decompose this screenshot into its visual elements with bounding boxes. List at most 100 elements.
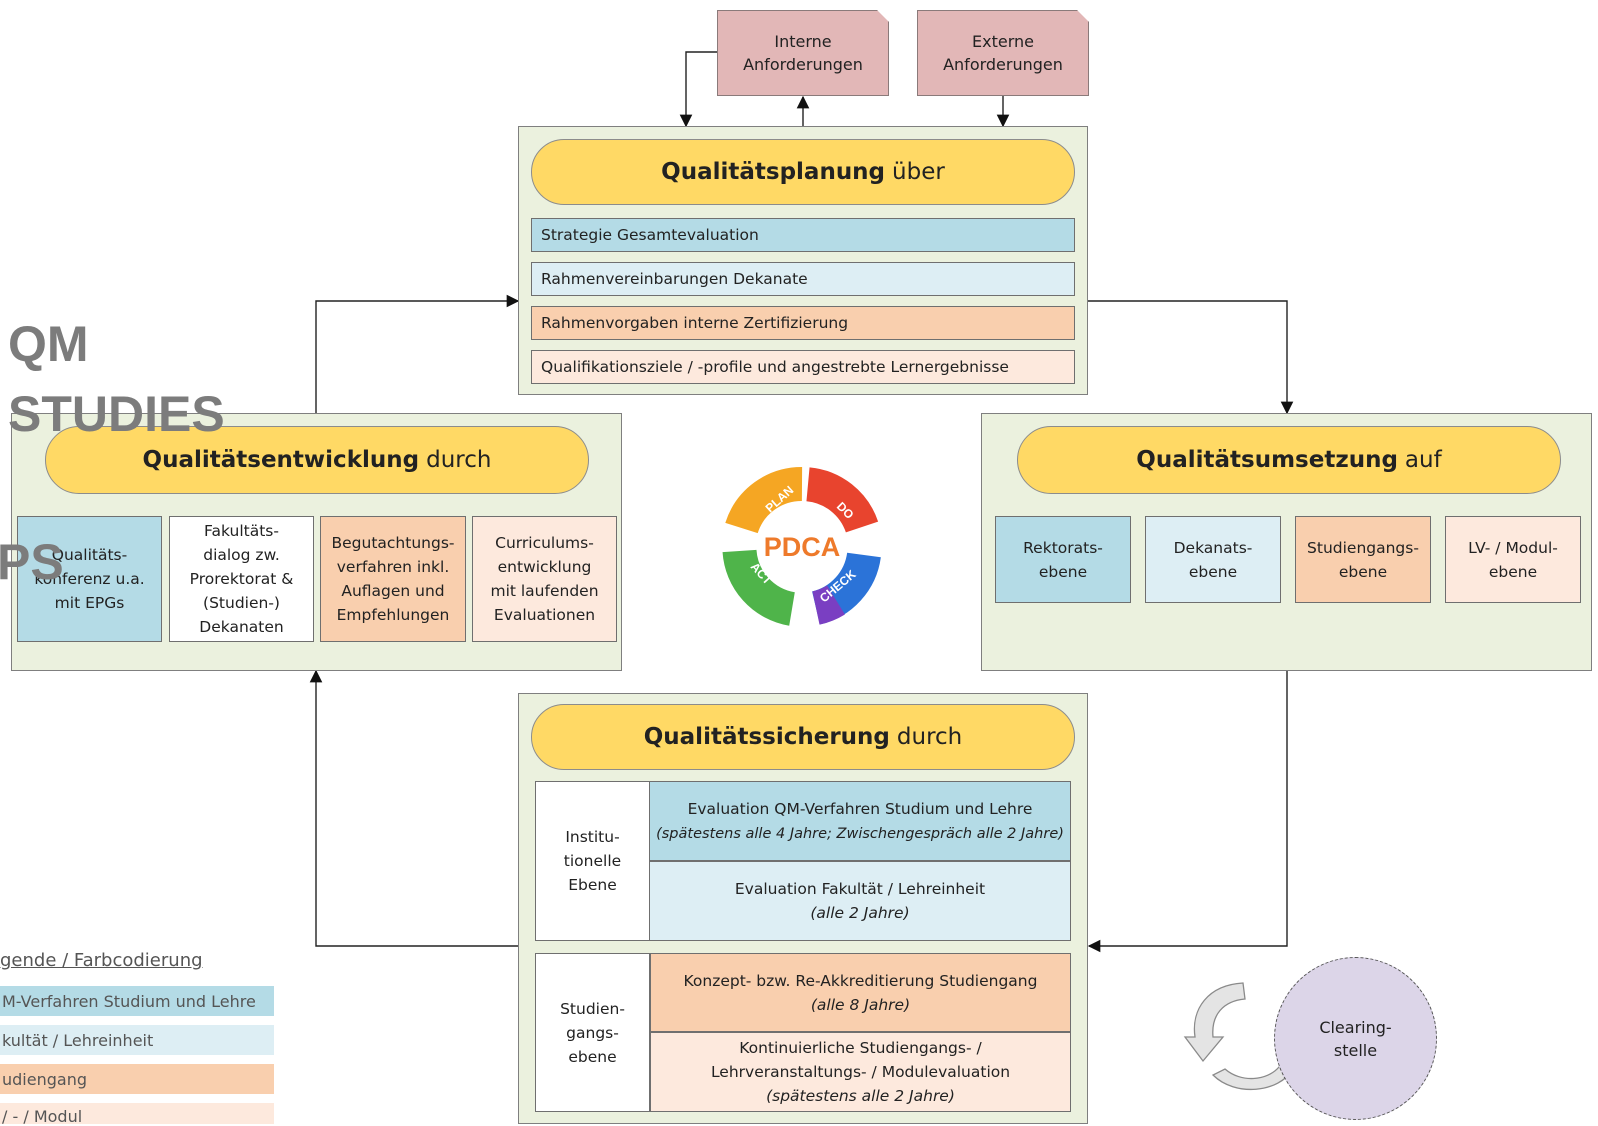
inst-label-line2: tionelle [563,852,622,870]
implementation-cell-course-module: LV- / Modul- ebene [1445,516,1581,603]
planning-title-bold: Qualitätsplanung [661,159,886,185]
prog-label-line2: gangs- [566,1023,619,1042]
institutional-level-label: Institu- tionelle Ebene [535,781,650,941]
implementation-cell-deanery: Dekanats- ebene [1145,516,1281,603]
internal-requirements-line2: Anforderungen [743,55,863,74]
pdca-center-label: PDCA [764,532,841,562]
dev-cell4-line2: entwicklung [497,558,592,576]
external-requirements-box: Externe Anforderungen [917,10,1089,96]
pdca-segment-plan [725,466,803,534]
development-title-bold: Qualitätsentwicklung [142,447,420,473]
inst-label-line3: Ebene [568,876,617,894]
continuous-evaluation: Kontinuierliche Studiengangs- / Lehrvera… [650,1032,1071,1112]
legend-item-program: udiengang [0,1064,274,1094]
prog-label-line3: ebene [568,1047,617,1066]
legend-item-module-label: / - / Modul [2,1107,83,1126]
clearing-office-circle: Clearing- stelle [1274,957,1437,1120]
dev-cell3-line1: Begutachtungs- [331,534,455,552]
assurance-title-rest: durch [896,724,963,750]
pdca-segment-check-purple [811,585,845,625]
implementation-title-rest: auf [1404,447,1442,473]
legend-item-module: / - / Modul [0,1103,274,1126]
dev-cell3-line2: verfahren inkl. [336,558,450,576]
external-requirements-line1: Externe [972,32,1034,51]
pdca-segment-act [722,549,796,626]
evaluation-faculty: Evaluation Fakultät / Lehreinheit (alle … [649,861,1071,941]
development-cell-review-procedure: Begutachtungs- verfahren inkl. Auflagen … [320,516,466,642]
watermark-ps: PS [0,534,64,590]
clearing-line2: stelle [1333,1040,1378,1060]
continuous-line2: Lehrveranstaltungs- / Modulevaluation [710,1063,1011,1081]
program-level-label: Studien- gangs- ebene [535,953,650,1112]
dev-cell2-line1: Fakultäts- [204,522,279,540]
impl-cell1-line1: Rektorats- [1023,538,1103,557]
planning-title: Qualitätsplanung über [531,139,1075,205]
accreditation-title: Konzept- bzw. Re-Akkreditierung Studieng… [683,971,1038,990]
assurance-title: Qualitätssicherung durch [531,704,1075,770]
arrow-planning-to-implementation [1088,300,1294,415]
impl-cell3-line1: Studiengangs- [1307,538,1419,557]
arrow-internal-to-planning [679,51,717,128]
internal-requirements-box: Interne Anforderungen [717,10,889,96]
planning-item-certification-label: Rahmenvorgaben interne Zertifizierung [541,314,849,332]
dev-cell2-line4: (Studien-) [203,594,280,612]
development-title-rest: durch [426,447,492,473]
dev-cell3-line4: Empfehlungen [336,606,450,624]
planning-item-strategy-label: Strategie Gesamtevaluation [541,226,759,244]
development-title: Qualitätsentwicklung durch [45,426,589,494]
watermark-qm: QM [8,316,89,372]
dev-cell1-line2: konferenz u.a. [34,570,145,588]
legend-title: gende / Farbcodierung [0,950,203,971]
eval-faculty-title: Evaluation Fakultät / Lehreinheit [734,880,986,898]
implementation-cell-rectorate: Rektorats- ebene [995,516,1131,603]
implementation-title: Qualitätsumsetzung auf [1017,426,1561,494]
pdca-wheel-icon: PDCA PLAN DO CHECK ACT [722,466,881,626]
legend-item-qm-label: M-Verfahren Studium und Lehre [2,991,256,1011]
arrow-implementation-to-assurance [1087,671,1288,953]
dev-cell4-line4: Evaluationen [493,606,596,624]
accreditation-interval: (alle 8 Jahre) [810,995,911,1014]
legend-item-faculty: kultät / Lehreinheit [0,1025,274,1055]
planning-title-rest: über [892,159,945,185]
continuous-interval: (spätestens alle 2 Jahre) [766,1087,955,1105]
dev-cell2-line2: dialog zw. [203,546,280,564]
eval-faculty-interval: (alle 2 Jahre) [810,904,910,922]
arrow-assurance-to-development [309,669,518,947]
prog-label-line1: Studien- [560,999,625,1018]
planning-item-qualification-goals: Qualifikationsziele / -profile und anges… [531,350,1075,384]
eval-qm-title: Evaluation QM-Verfahren Studium und Lehr… [687,799,1033,818]
implementation-cell-program: Studiengangs- ebene [1295,516,1431,603]
dev-cell2-line5: Dekanaten [199,618,284,636]
legend-item-program-label: udiengang [2,1069,87,1089]
continuous-line1: Kontinuierliche Studiengangs- / [739,1039,982,1057]
impl-cell1-line2: ebene [1038,562,1088,581]
impl-cell2-line1: Dekanats- [1173,538,1253,557]
development-cell-faculty-dialog: Fakultäts- dialog zw. Prorektorat & (Stu… [169,516,314,642]
legend-item-qm: M-Verfahren Studium und Lehre [0,986,274,1016]
dev-cell2-line3: Prorektorat & [189,570,294,588]
legend-item-faculty-label: kultät / Lehreinheit [2,1030,154,1050]
development-cell-quality-conference: Qualitäts- konferenz u.a. mit EPGs [17,516,162,642]
implementation-title-bold: Qualitätsumsetzung [1136,447,1398,473]
evaluation-qm-procedure: Evaluation QM-Verfahren Studium und Lehr… [649,781,1071,861]
planning-item-qualification-goals-label: Qualifikationsziele / -profile und anges… [541,358,1009,376]
dev-cell4-line3: mit laufenden [490,582,599,600]
watermark-studies: STUDIES [8,386,225,442]
external-requirements-line2: Anforderungen [943,55,1063,74]
inst-label-line1: Institu- [565,828,620,846]
planning-item-certification: Rahmenvorgaben interne Zertifizierung [531,306,1075,340]
dev-cell1-line3: mit EPGs [54,594,125,612]
planning-item-agreements: Rahmenvereinbarungen Dekanate [531,262,1075,296]
impl-cell4-line1: LV- / Modul- [1468,538,1558,557]
dev-cell3-line3: Auflagen und [341,582,445,600]
arrow-development-to-planning [315,294,520,413]
clearing-line1: Clearing- [1319,1017,1392,1037]
assurance-title-bold: Qualitätssicherung [643,724,890,750]
development-cell-curriculum: Curriculums- entwicklung mit laufenden E… [472,516,617,642]
dev-cell1-line1: Qualitäts- [51,546,128,564]
impl-cell2-line2: ebene [1188,562,1238,581]
planning-item-agreements-label: Rahmenvereinbarungen Dekanate [541,270,808,288]
planning-item-strategy: Strategie Gesamtevaluation [531,218,1075,252]
eval-qm-interval: (spätestens alle 4 Jahre; Zwischengesprä… [656,825,1064,842]
